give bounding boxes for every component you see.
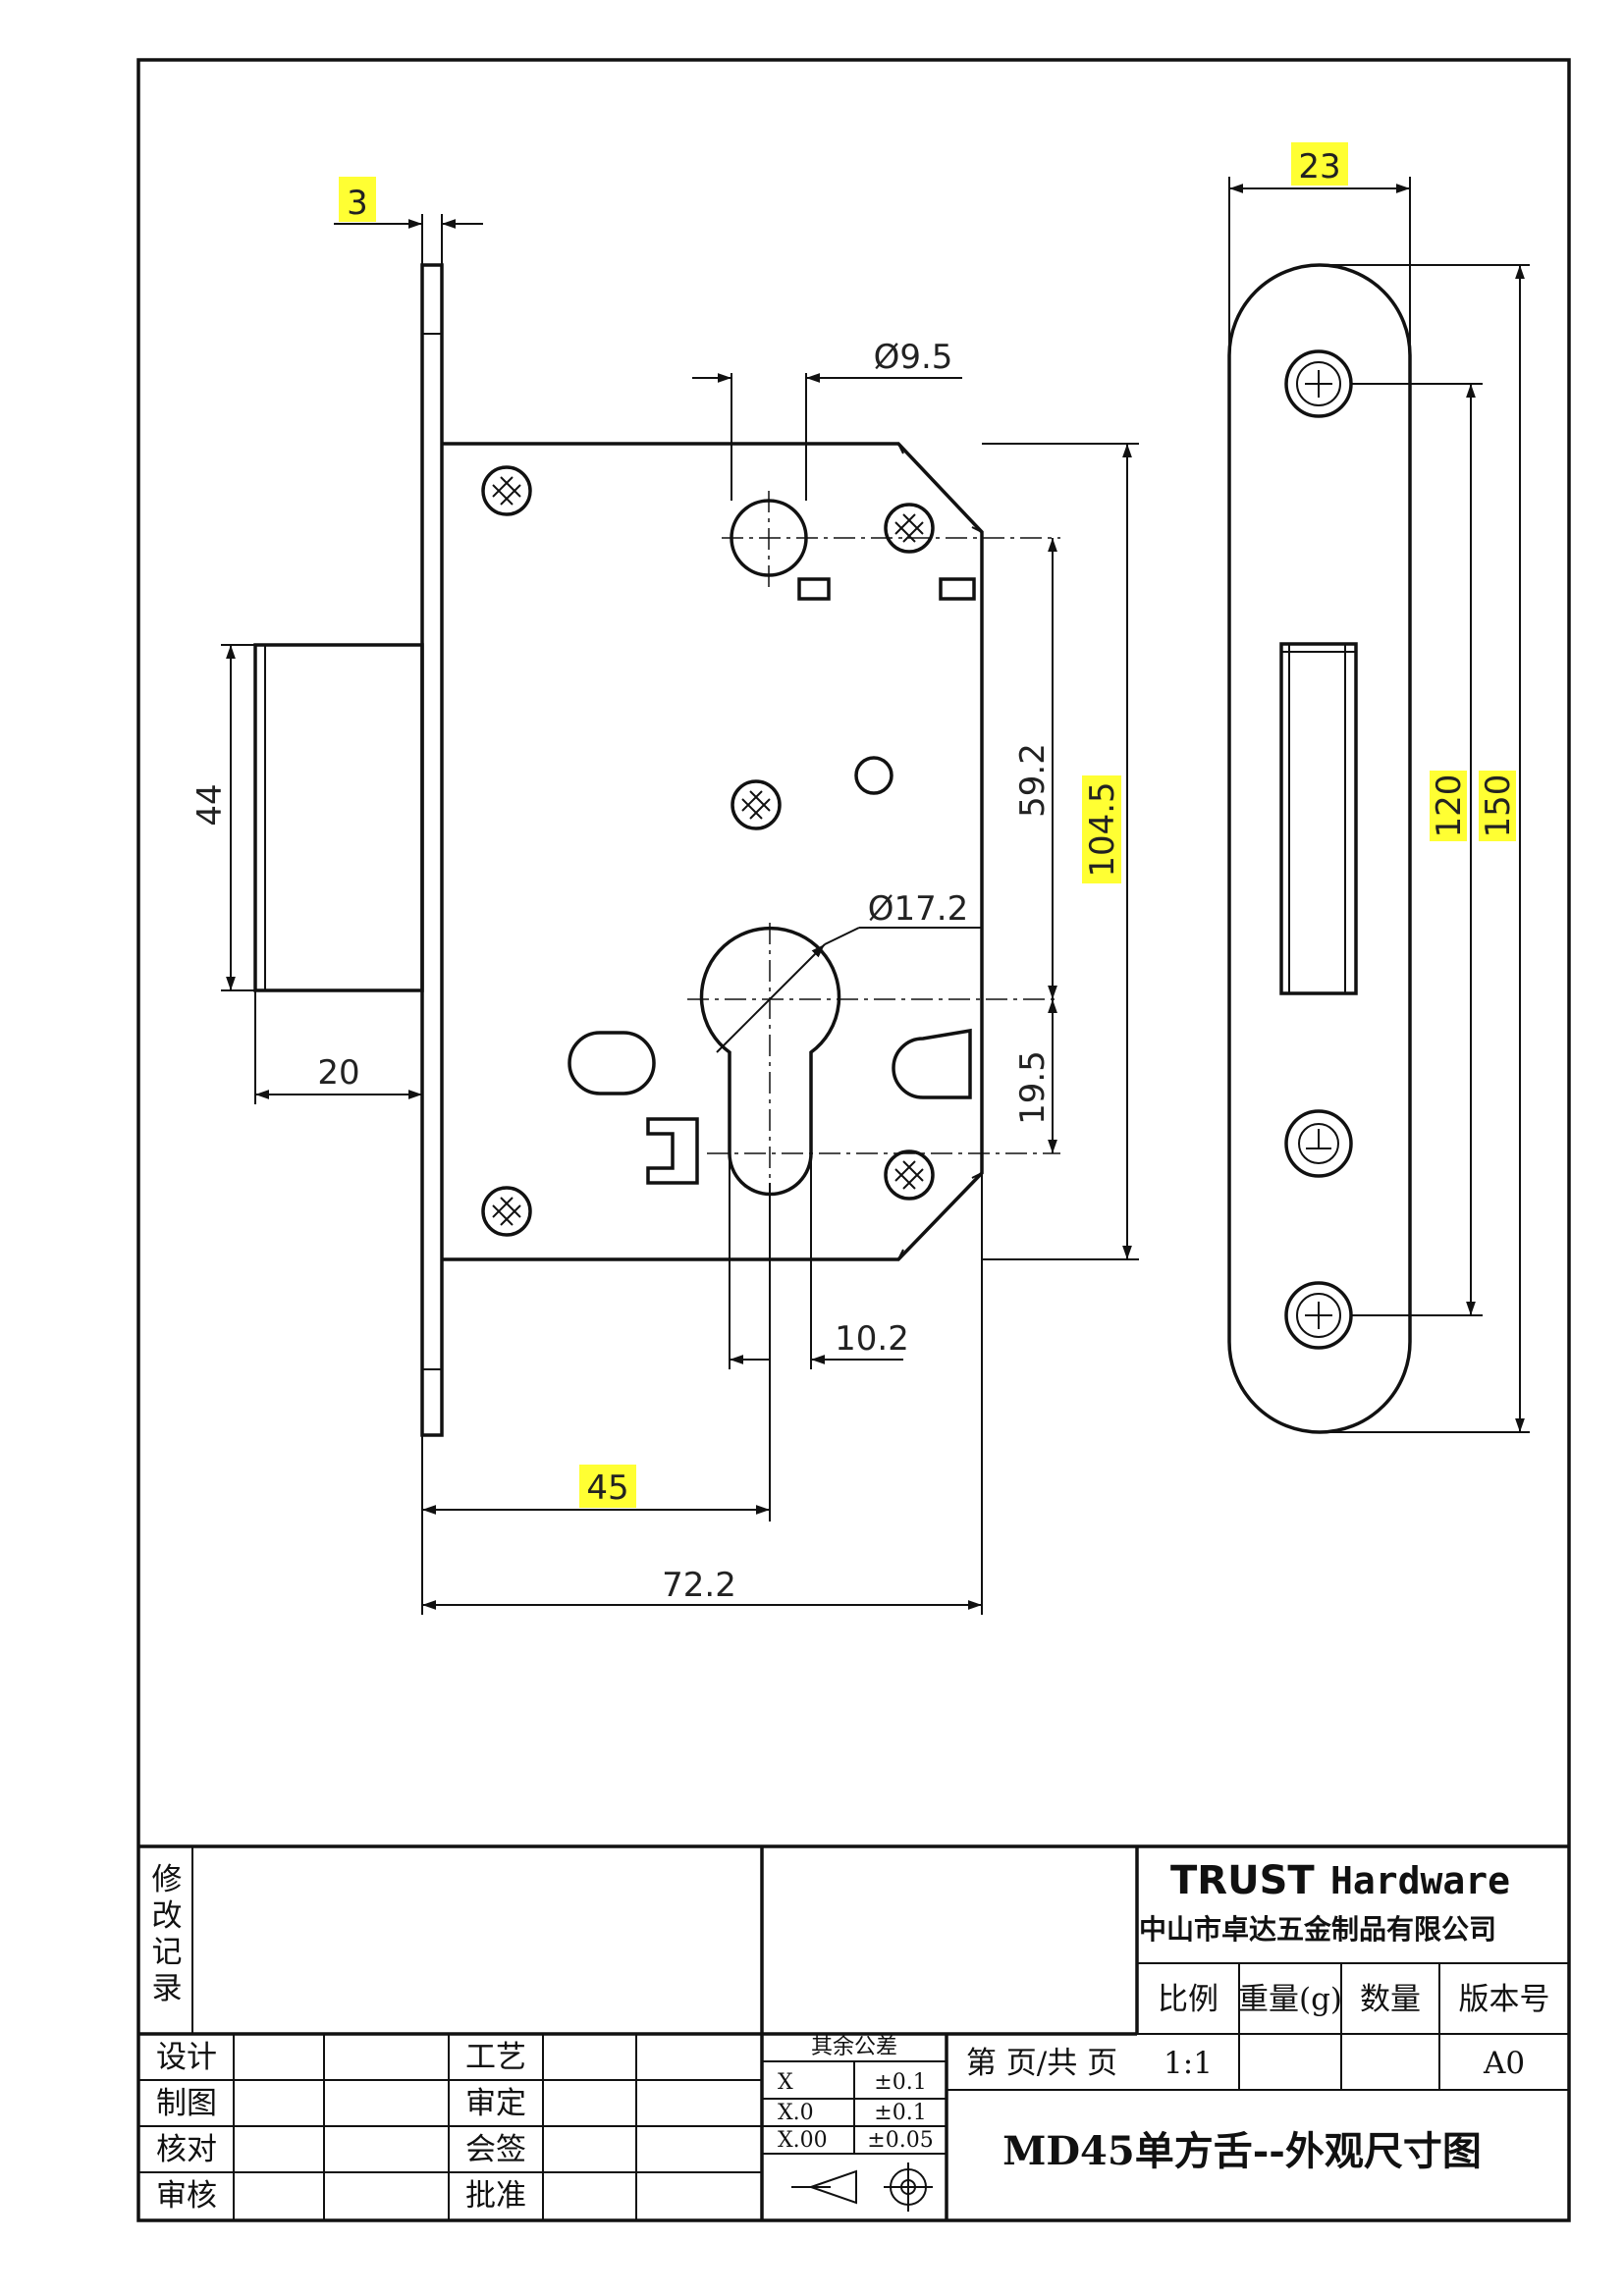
square-bolt	[253, 643, 424, 992]
dim-bolt-throw: 20	[317, 1053, 359, 1093]
tolerance-fmt-2: X.0	[778, 2101, 814, 2125]
dim-screw-spacing: 120	[1430, 774, 1469, 838]
dimensions-front: 23 120 150	[1228, 142, 1530, 1433]
screw-middle	[731, 779, 782, 830]
cylinder-cutout	[699, 926, 841, 1197]
row-label-approve-final: 审定	[465, 2086, 526, 2121]
dim-cylinder-spacing: 19.5	[1013, 1050, 1053, 1125]
company-name: 中山市卓达五金制品有限公司	[1139, 1913, 1496, 1946]
tolerance-val-2: ±0.1	[874, 2101, 926, 2125]
col-version: 版本号	[1459, 1982, 1550, 2017]
row-label-authorize: 批准	[465, 2178, 526, 2214]
revision-label-4: 录	[152, 1971, 183, 2006]
highlight-104-5	[1082, 775, 1121, 883]
tolerance-val-3: ±0.05	[867, 2128, 933, 2153]
version-value: A0	[1483, 2046, 1525, 2081]
row-label-review: 审核	[156, 2178, 217, 2214]
dim-backset: 45	[586, 1468, 628, 1508]
tolerance-val-1: ±0.1	[874, 2070, 926, 2095]
title-block: 修 改 记 录 设计 制图 核对 审核 工艺 审定 会签 批准 其余公差 X ±…	[138, 1844, 1569, 2220]
dim-bolt-height: 44	[190, 783, 230, 826]
dim-cylinder-dia: Ø17.2	[868, 889, 968, 929]
row-label-process: 工艺	[465, 2040, 526, 2075]
projection-symbol-icon	[791, 2163, 933, 2212]
revision-label-3: 记	[152, 1935, 183, 1970]
drawing-title: MD45单方舌--外观尺寸图	[1002, 2128, 1482, 2174]
scale-value: 1:1	[1164, 2046, 1213, 2081]
dim-follower-dia: Ø9.5	[874, 338, 953, 377]
dim-faceplate-height: 150	[1479, 774, 1518, 838]
row-label-draft: 制图	[156, 2086, 217, 2121]
dimensions-side: 3 Ø9.5 44 20 59.2 19.5 104.5	[190, 177, 1139, 1615]
col-scale: 比例	[1158, 1982, 1218, 2017]
faceplate-hole-bottom	[1284, 1281, 1353, 1350]
tolerance-fmt-3: X.00	[778, 2128, 828, 2153]
highlight-23	[1291, 142, 1348, 186]
faceplate-hole-top	[1284, 349, 1353, 418]
screw-top-left	[481, 465, 532, 516]
faceplate-front	[1227, 263, 1412, 1434]
col-weight: 重量(g)	[1238, 1982, 1342, 2017]
faceplate-side	[420, 263, 444, 1437]
highlight-45	[579, 1465, 636, 1508]
screw-bottom-left	[481, 1186, 532, 1237]
sheet-border	[136, 58, 1571, 2222]
highlight-3	[339, 177, 376, 222]
brand-logo: TRUST	[1170, 1858, 1315, 1903]
screw-bottom-right	[884, 1149, 935, 1201]
highlight-120	[1430, 771, 1467, 841]
dim-faceplate-width: 23	[1298, 147, 1340, 187]
highlight-150	[1479, 771, 1516, 841]
lock-case	[442, 442, 984, 1261]
row-label-countersign: 会签	[465, 2132, 526, 2167]
faceplate-front-view	[1227, 263, 1412, 1434]
dim-faceplate-thickness: 3	[347, 184, 368, 223]
dim-case-depth: 72.2	[662, 1566, 736, 1605]
faceplate-hole-middle	[1284, 1109, 1353, 1178]
col-qty: 数量	[1360, 1982, 1421, 2017]
screw-top-right	[884, 503, 935, 554]
brand-suffix: Hardware	[1330, 1859, 1510, 1902]
revision-label-2: 改	[152, 1898, 183, 1934]
tolerance-header: 其余公差	[811, 2035, 897, 2059]
page-label: 第 页/共 页	[966, 2046, 1117, 2081]
dim-follower-to-cylinder: 59.2	[1013, 743, 1053, 818]
lock-body-view	[253, 263, 1060, 1437]
tolerance-fmt-1: X	[778, 2070, 793, 2095]
row-label-check: 核对	[156, 2132, 217, 2167]
revision-label-1: 修	[152, 1862, 183, 1897]
dim-case-height: 104.5	[1083, 781, 1122, 877]
row-label-design: 设计	[156, 2040, 217, 2075]
dim-cylinder-width: 10.2	[835, 1319, 909, 1359]
